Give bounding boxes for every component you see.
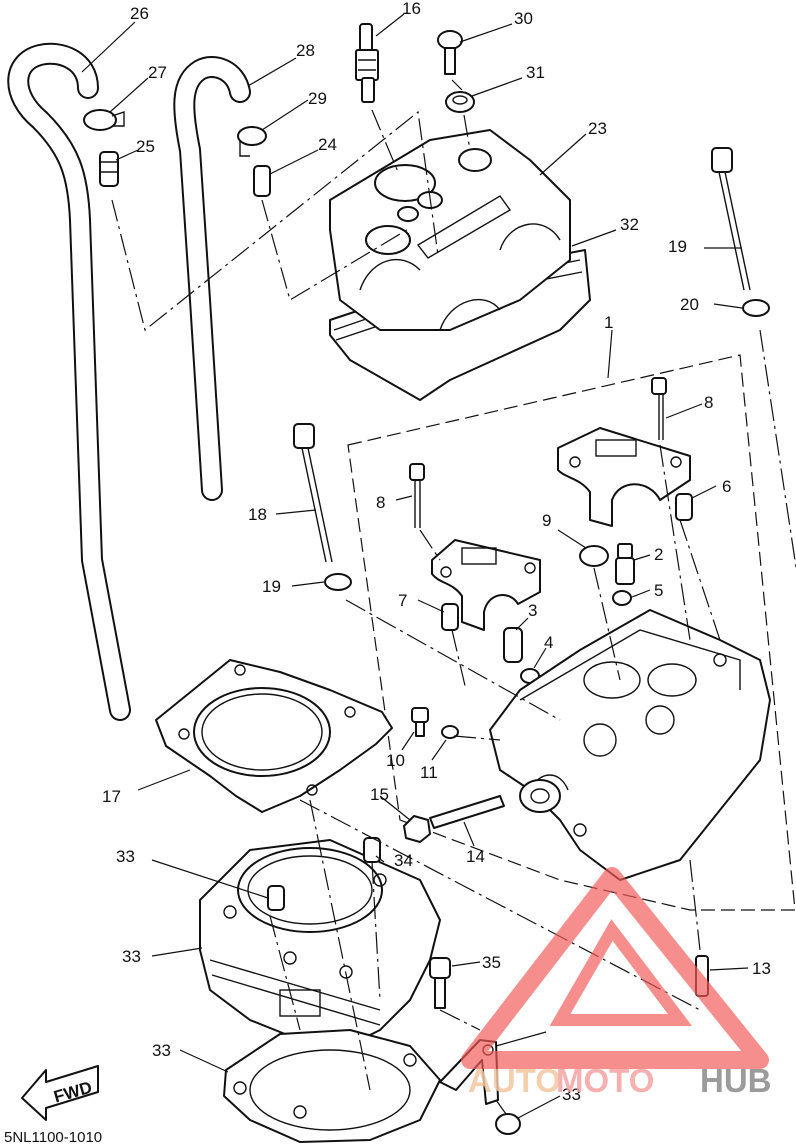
bolt-27	[437, 30, 463, 75]
callout-16: 17	[102, 787, 121, 806]
callout-27: 30	[514, 9, 533, 28]
callout-1: 1	[604, 313, 613, 332]
watermark-moto: MOTO	[556, 1062, 654, 1099]
bolt-10	[411, 707, 429, 737]
callout-7: 7	[398, 591, 407, 610]
grommet-28	[445, 91, 475, 113]
union-21	[253, 165, 271, 197]
dowel-7	[441, 603, 459, 631]
callout-33-b: 34	[394, 851, 413, 870]
cap-9	[579, 545, 609, 567]
callout-9: 9	[542, 511, 551, 530]
pipe-3	[503, 627, 523, 663]
cylinder-30	[199, 839, 441, 1051]
watermark-auto: AUTO	[468, 1062, 561, 1099]
washer-11	[441, 725, 459, 739]
callout-33-a: 33	[116, 847, 135, 866]
callout-25: 28	[296, 41, 315, 60]
breather-hose-23	[7, 42, 131, 721]
fwd-arrow: FWD	[21, 1065, 99, 1121]
spark-plug-15	[355, 23, 379, 103]
washer-19-left	[324, 573, 352, 591]
watermark-hub: HUB	[700, 1062, 772, 1099]
nut-32	[495, 1113, 521, 1135]
breather-hose-25	[173, 56, 251, 501]
callout-10: 10	[386, 751, 405, 770]
callout-13: 14	[466, 847, 485, 866]
cylinder-head	[489, 609, 771, 881]
assembly-boundary	[347, 354, 796, 911]
callout-15: 16	[402, 0, 421, 18]
head-gasket-16	[155, 659, 393, 813]
dowel-33-a	[267, 885, 285, 911]
clamp-24	[83, 109, 125, 131]
callout-8-right: 8	[704, 393, 713, 412]
callout-11: 11	[420, 763, 438, 782]
camshaft-cap-left	[431, 539, 541, 631]
union-22	[99, 151, 119, 187]
callout-2: 2	[654, 545, 663, 564]
dowel-33-b	[363, 837, 381, 863]
callout-23: 26	[130, 4, 149, 23]
callout-3: 3	[528, 601, 537, 620]
leader-lines	[81, 13, 749, 1119]
bolt-8-left	[409, 463, 425, 528]
o-ring-5	[612, 590, 632, 606]
callout-6: 6	[722, 477, 731, 496]
callout-30: 33	[122, 947, 141, 966]
callout-14: 15	[370, 785, 389, 804]
cylinder-head-cover-20	[329, 129, 591, 401]
callout-19-right: 20	[680, 295, 699, 314]
washer-19-right	[742, 299, 770, 317]
callout-34: 35	[482, 953, 501, 972]
callout-28: 31	[526, 63, 545, 82]
guide-lines	[111, 79, 796, 1115]
watermark-logo-icon	[461, 867, 769, 1069]
callout-31: 33	[152, 1041, 171, 1060]
callout-17: 18	[248, 505, 267, 524]
bolt-34	[429, 957, 451, 1009]
callout-29: 32	[620, 215, 639, 234]
nut-14	[403, 815, 431, 843]
callout-26: 29	[308, 89, 327, 108]
cylinder-gasket-31	[223, 1029, 441, 1143]
dowel-6	[675, 493, 693, 521]
callout-5: 5	[654, 581, 663, 600]
watermark: AUTO MOTO HUB	[461, 867, 772, 1099]
callout-32: 33	[562, 1085, 581, 1104]
bolt-8-right	[651, 377, 667, 440]
callout-12: 13	[752, 959, 771, 978]
callout-22: 25	[136, 137, 155, 156]
callout-19-left: 19	[262, 577, 281, 596]
camshaft-cap-right	[557, 427, 691, 527]
callout-18: 19	[668, 237, 687, 256]
clamp-26	[237, 126, 267, 157]
bolt-18	[711, 147, 751, 291]
bolt-17	[293, 423, 333, 563]
callout-8-left: 8	[376, 493, 385, 512]
callout-4: 4	[544, 633, 553, 652]
callout-24: 27	[148, 63, 167, 82]
callouts: 26 27 25 28 29 24 16 30 31 23 32 19 20 1…	[102, 0, 771, 1104]
diagram-code: 5NL1100-1010	[4, 1129, 102, 1145]
callout-20: 23	[588, 119, 607, 138]
stud-13	[429, 795, 505, 829]
callout-21: 24	[318, 135, 337, 154]
fitting-2	[615, 543, 635, 585]
